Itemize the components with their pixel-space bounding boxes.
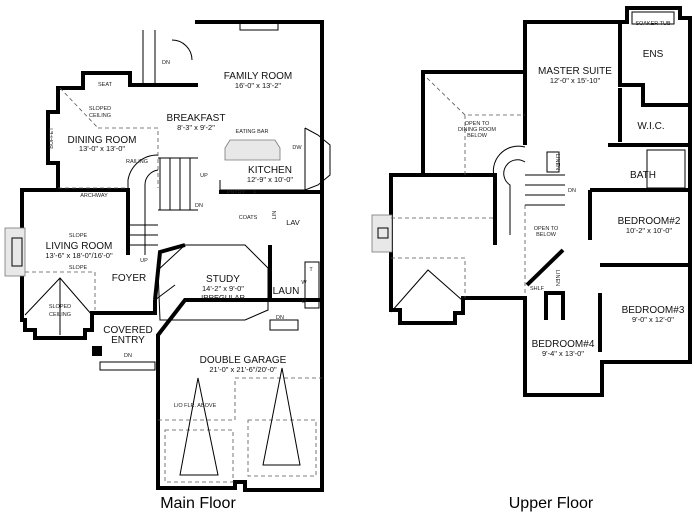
- label-dn-upper: DN: [568, 188, 576, 194]
- label-open-to-2: OPEN TO: [534, 226, 559, 232]
- label-sloped: SLOPED: [89, 106, 111, 112]
- room-bath: BATH: [630, 170, 656, 181]
- label-slope-2: SLOPE: [69, 265, 88, 271]
- label-buffet: BUFFET: [49, 127, 55, 149]
- upper-floor-labels: SOAKER TUB ENS MASTER SUITE 12'-0" x 15'…: [458, 21, 685, 512]
- room-breakfast-dim: 8'-3" x 9'-2": [177, 123, 215, 132]
- room-wic: W.I.C.: [637, 121, 664, 132]
- room-kitchen: KITCHEN: [248, 165, 292, 176]
- room-foyer: FOYER: [112, 273, 146, 284]
- room-bed2-dim: 10'-2" x 10'-0": [626, 226, 672, 235]
- room-garage-dim: 21'-0" x 21'-6"/20'-0": [209, 365, 277, 374]
- label-lo-flr-above: L/O FLR. ABOVE: [174, 403, 217, 409]
- room-garage: DOUBLE GARAGE: [200, 355, 287, 366]
- label-ceiling-2: CEILING: [49, 312, 71, 318]
- label-coats: COATS: [239, 215, 258, 221]
- room-dining: DINING ROOM: [68, 135, 137, 146]
- room-lav: LAV: [286, 218, 300, 227]
- room-laun: LAUN: [273, 286, 300, 297]
- label-pntry: PNTRY: [227, 190, 246, 196]
- room-study-note: IRREGULAR: [201, 293, 245, 302]
- label-dn-2: DN: [195, 203, 203, 209]
- room-study: STUDY: [206, 274, 240, 285]
- label-archway: ARCHWAY: [80, 193, 108, 199]
- room-bed4: BEDROOM#4: [532, 339, 595, 350]
- room-living-dim: 13'-6" x 18'-0"/16'-0": [45, 251, 113, 260]
- room-family: FAMILY ROOM: [224, 71, 293, 82]
- room-study-dim: 14'-2" x 9'-0": [202, 284, 244, 293]
- main-floor-labels: FAMILY ROOM 16'-0" x 13'-2" BREAKFAST 8'…: [45, 60, 313, 512]
- label-lin: LIN: [272, 211, 278, 220]
- label-seat: SEAT: [98, 82, 113, 88]
- label-railing: RAILING: [126, 159, 148, 165]
- room-entry-2: ENTRY: [111, 335, 145, 346]
- label-linen-2: LINEN: [554, 270, 560, 286]
- label-d: D: [302, 299, 306, 305]
- upper-floor-plan: [371, 6, 692, 397]
- label-eating-bar: EATING BAR: [236, 129, 269, 135]
- label-linen-1: LINEN: [554, 154, 560, 170]
- label-up-1: UP: [200, 173, 208, 179]
- label-below: BELOW: [467, 133, 488, 139]
- label-below-2: BELOW: [536, 232, 557, 238]
- room-bed3-dim: 9'-0" x 12'-0": [632, 315, 674, 324]
- room-living: LIVING ROOM: [46, 241, 113, 252]
- room-breakfast: BREAKFAST: [167, 113, 226, 124]
- main-floor-caption: Main Floor: [160, 495, 236, 512]
- room-master: MASTER SUITE: [538, 66, 612, 77]
- room-kitchen-dim: 12'-9" x 10'-0": [247, 175, 293, 184]
- label-dn-3: DN: [276, 315, 284, 321]
- label-dw: DW: [292, 145, 302, 151]
- label-f: F: [253, 190, 257, 196]
- label-up-2: UP: [140, 258, 148, 264]
- room-bed3: BEDROOM#3: [622, 305, 685, 316]
- upper-floor-caption: Upper Floor: [509, 495, 594, 512]
- label-t: T: [309, 267, 313, 273]
- label-dn-1: DN: [162, 60, 170, 66]
- room-family-dim: 16'-0" x 13'-2": [235, 81, 281, 90]
- room-master-dim: 12'-0" x 15'-10": [550, 76, 601, 85]
- label-dining-room: DINING ROOM: [458, 127, 496, 133]
- room-bed4-dim: 9'-4" x 13'-0": [542, 349, 584, 358]
- room-dining-dim: 13'-0" x 13'-0": [79, 144, 125, 153]
- label-open-to: OPEN TO: [465, 121, 490, 127]
- main-floor-plan: [4, 20, 331, 492]
- room-ens: ENS: [643, 49, 664, 60]
- label-shlf: SHLF: [530, 286, 545, 292]
- room-bed2: BEDROOM#2: [618, 216, 681, 227]
- label-soaker-tub: SOAKER TUB: [635, 21, 671, 27]
- label-slope-1: SLOPE: [69, 233, 88, 239]
- label-ceiling: CEILING: [89, 113, 111, 119]
- room-entry: COVERED: [103, 325, 152, 336]
- label-w: W: [301, 280, 307, 286]
- label-sloped-2: SLOPED: [49, 304, 71, 310]
- label-dn-4: DN: [124, 353, 132, 359]
